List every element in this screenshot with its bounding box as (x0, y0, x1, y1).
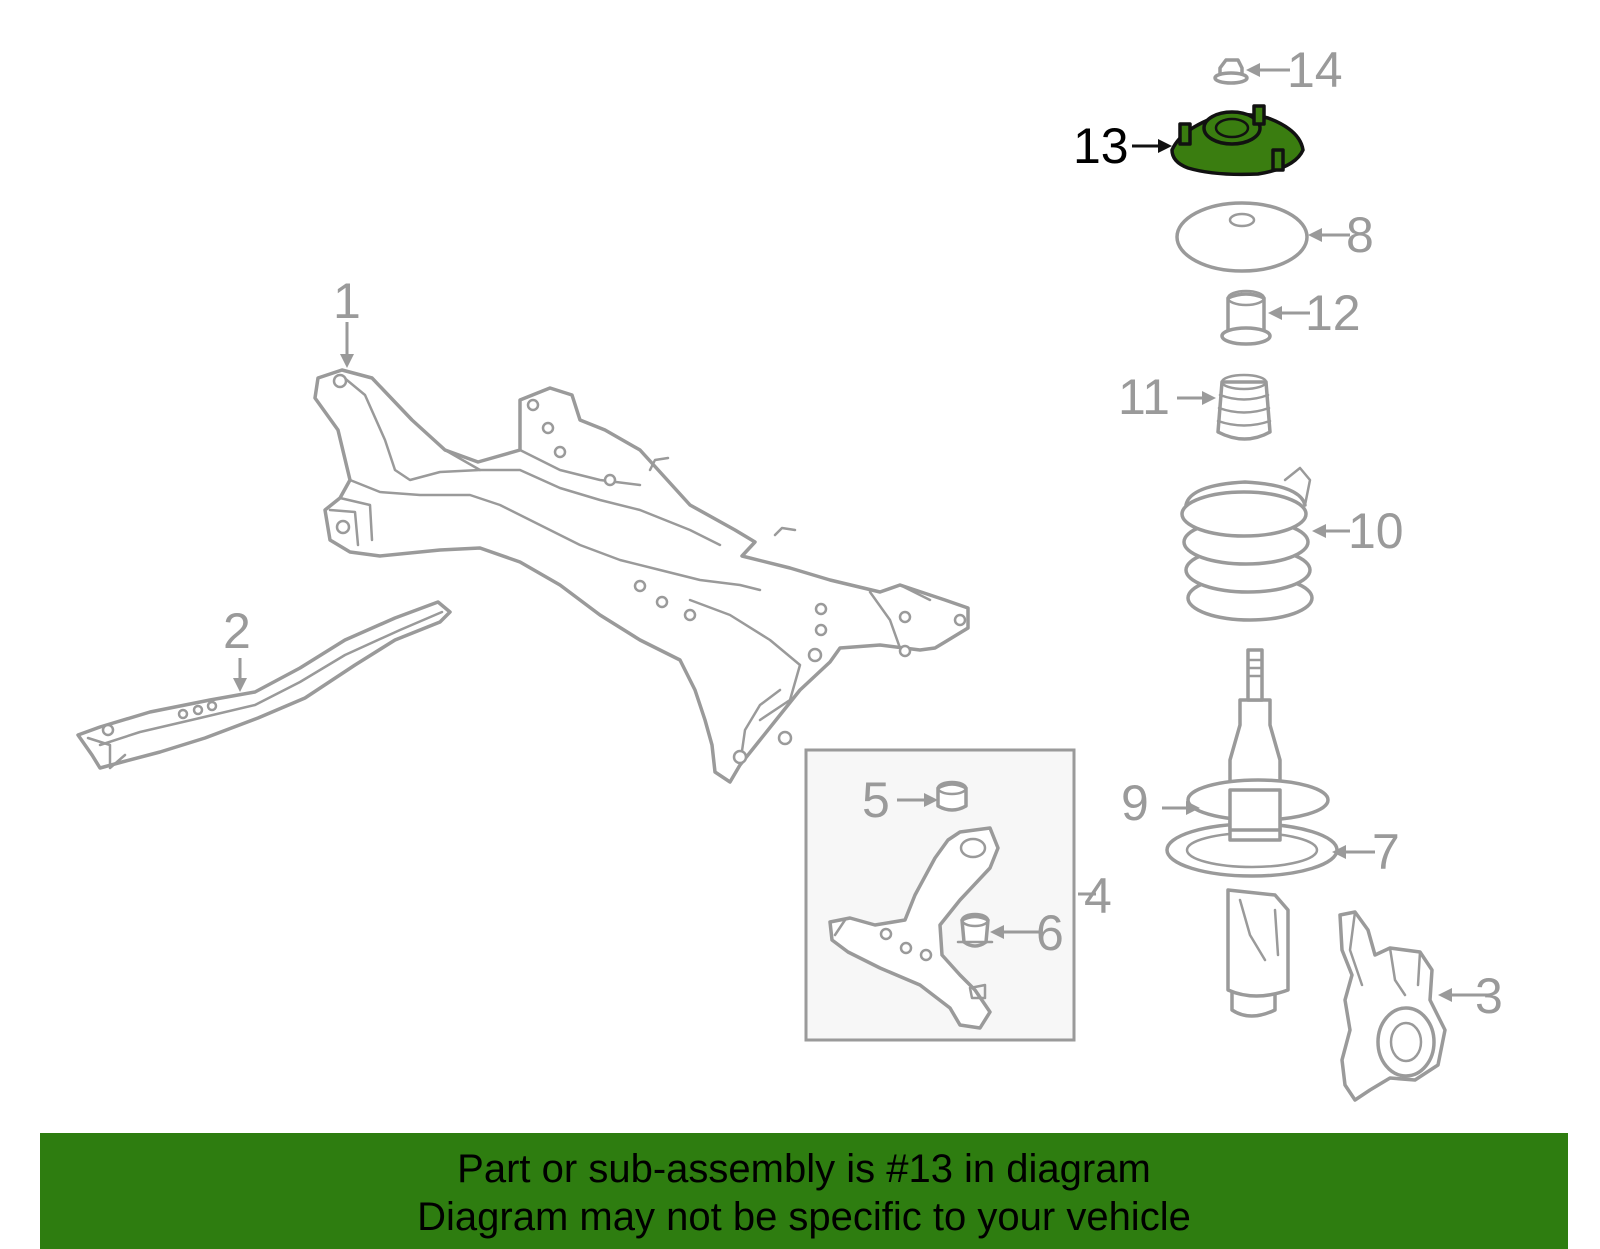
part-5-bushing[interactable] (936, 780, 968, 812)
callout-7: 7 (1372, 824, 1400, 880)
callout-4: 4 (1084, 868, 1112, 924)
banner-line-1: Part or sub-assembly is #13 in diagram (457, 1147, 1151, 1191)
part-14-nut[interactable] (1213, 58, 1249, 85)
part-10-coil-spring[interactable] (1180, 466, 1314, 622)
part-12-bushing[interactable] (1220, 289, 1272, 346)
part-11-bump-stop[interactable] (1216, 373, 1272, 441)
part-8-seal-plate[interactable] (1175, 201, 1309, 273)
callout-6: 6 (1036, 905, 1064, 961)
callout-12: 12 (1305, 285, 1361, 341)
part-9-strut[interactable] (1186, 648, 1330, 1018)
callout-2: 2 (223, 603, 251, 659)
callout-arrows (233, 63, 1488, 1002)
callout-5: 5 (862, 772, 890, 828)
callout-1: 1 (333, 273, 361, 329)
part-1-crossmember[interactable] (313, 368, 970, 784)
banner-line-2: Diagram may not be specific to your vehi… (417, 1195, 1191, 1239)
part-4-control-arm[interactable] (828, 826, 1000, 1030)
info-banner: Part or sub-assembly is #13 in diagram D… (40, 1133, 1568, 1249)
part-6-bushing[interactable] (956, 912, 994, 948)
part-3-knuckle[interactable] (1338, 910, 1447, 1102)
callout-9: 9 (1121, 775, 1149, 831)
callout-8: 8 (1346, 207, 1374, 263)
callout-13: 13 (1073, 118, 1129, 174)
callout-10: 10 (1348, 503, 1404, 559)
part-13-strut-mount[interactable] (1170, 104, 1305, 177)
part-2-brace[interactable] (76, 600, 452, 770)
callout-11: 11 (1118, 369, 1170, 425)
callout-14: 14 (1287, 42, 1343, 98)
callout-3: 3 (1475, 968, 1503, 1024)
